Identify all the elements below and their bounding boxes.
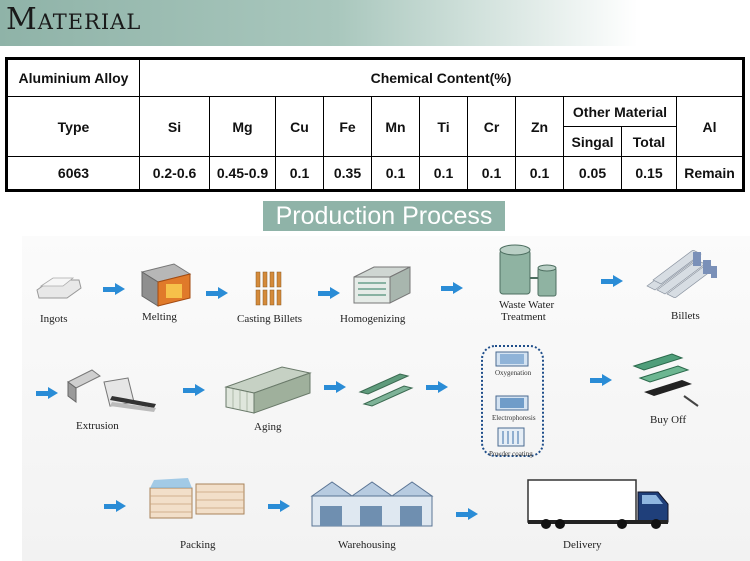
ingots-label: Ingots (40, 313, 68, 325)
melting-label: Melting (142, 311, 177, 323)
header-banner: Material (0, 0, 750, 46)
warehousing-icon (310, 481, 434, 527)
delivery-label: Delivery (563, 539, 602, 551)
flow-arrow (590, 374, 612, 386)
homogenizing-label: Homogenizing (340, 313, 406, 325)
buy-off-icon (632, 353, 699, 407)
casting-billets-label: Casting Billets (237, 313, 303, 325)
homogenizing-icon (353, 266, 411, 304)
chemical-content-table: Aluminium Alloy Chemical Content(%) Type… (5, 57, 745, 192)
electrophoresis-icon (495, 395, 529, 411)
powder-coating-label: Powder coating (489, 450, 533, 458)
flow-arrow (456, 508, 478, 520)
cr-value: 0.1 (467, 156, 516, 191)
waste-water-icon (499, 244, 557, 297)
flow-arrow (601, 275, 623, 287)
element-zn: Zn (515, 96, 564, 157)
element-cr: Cr (467, 96, 516, 157)
flow-arrow (441, 282, 463, 294)
element-fe: Fe (323, 96, 372, 157)
extrusion-label: Extrusion (76, 420, 119, 432)
casting-billets-icon (255, 271, 282, 306)
flow-arrow (318, 287, 340, 299)
ingots-icon (36, 277, 82, 299)
other-material-header: Other Material (563, 96, 677, 127)
warehousing-label: Warehousing (338, 539, 396, 551)
melting-icon (140, 263, 192, 307)
flow-arrow (206, 287, 228, 299)
mn-value: 0.1 (371, 156, 420, 191)
flow-arrow (268, 500, 290, 512)
mg-value: 0.45-0.9 (209, 156, 276, 191)
si-value: 0.2-0.6 (139, 156, 210, 191)
cu-value: 0.1 (275, 156, 324, 191)
element-cu: Cu (275, 96, 324, 157)
flow-arrow (426, 381, 448, 393)
element-si: Si (139, 96, 210, 157)
oxygenation-icon (495, 351, 529, 367)
packing-label: Packing (180, 539, 216, 551)
aging-label: Aging (254, 421, 282, 433)
truck-icon (527, 479, 669, 529)
profiles-icon (358, 373, 414, 407)
oxygenation-label: Oxygenation (495, 369, 532, 377)
flow-arrow (104, 500, 126, 512)
element-mg: Mg (209, 96, 276, 157)
flow-arrow (324, 381, 346, 393)
type-value: 6063 (6, 156, 140, 191)
singal-header: Singal (563, 126, 622, 157)
treatment-label: Treatment (501, 311, 546, 323)
surface-treatment-box (481, 345, 544, 457)
type-header: Type (6, 96, 140, 157)
fe-value: 0.35 (323, 156, 372, 191)
aging-icon (224, 366, 312, 414)
total-value: 0.15 (621, 156, 677, 191)
electrophoresis-label: Electrophoresis (492, 414, 536, 422)
chemical-header: Chemical Content(%) (139, 58, 744, 97)
billets-icon (646, 250, 717, 298)
total-header: Total (621, 126, 677, 157)
packing-icon (149, 478, 245, 519)
process-title: Production Process (263, 201, 505, 231)
page-title: Material (6, 2, 142, 37)
element-mn: Mn (371, 96, 420, 157)
ti-value: 0.1 (419, 156, 468, 191)
al-header: Al (676, 96, 744, 157)
zn-value: 0.1 (515, 156, 564, 191)
billets-label: Billets (671, 310, 700, 322)
flow-arrow (103, 283, 125, 295)
powder-coating-icon (497, 427, 525, 447)
al-value: Remain (676, 156, 744, 191)
element-ti: Ti (419, 96, 468, 157)
alloy-header: Aluminium Alloy (6, 58, 140, 97)
waste-water-label: Waste Water (499, 299, 555, 311)
flow-arrow (183, 384, 205, 396)
singal-value: 0.05 (563, 156, 622, 191)
buy-off-label: Buy Off (650, 414, 687, 426)
flow-arrow (36, 387, 58, 399)
extrusion-icon (67, 369, 156, 412)
